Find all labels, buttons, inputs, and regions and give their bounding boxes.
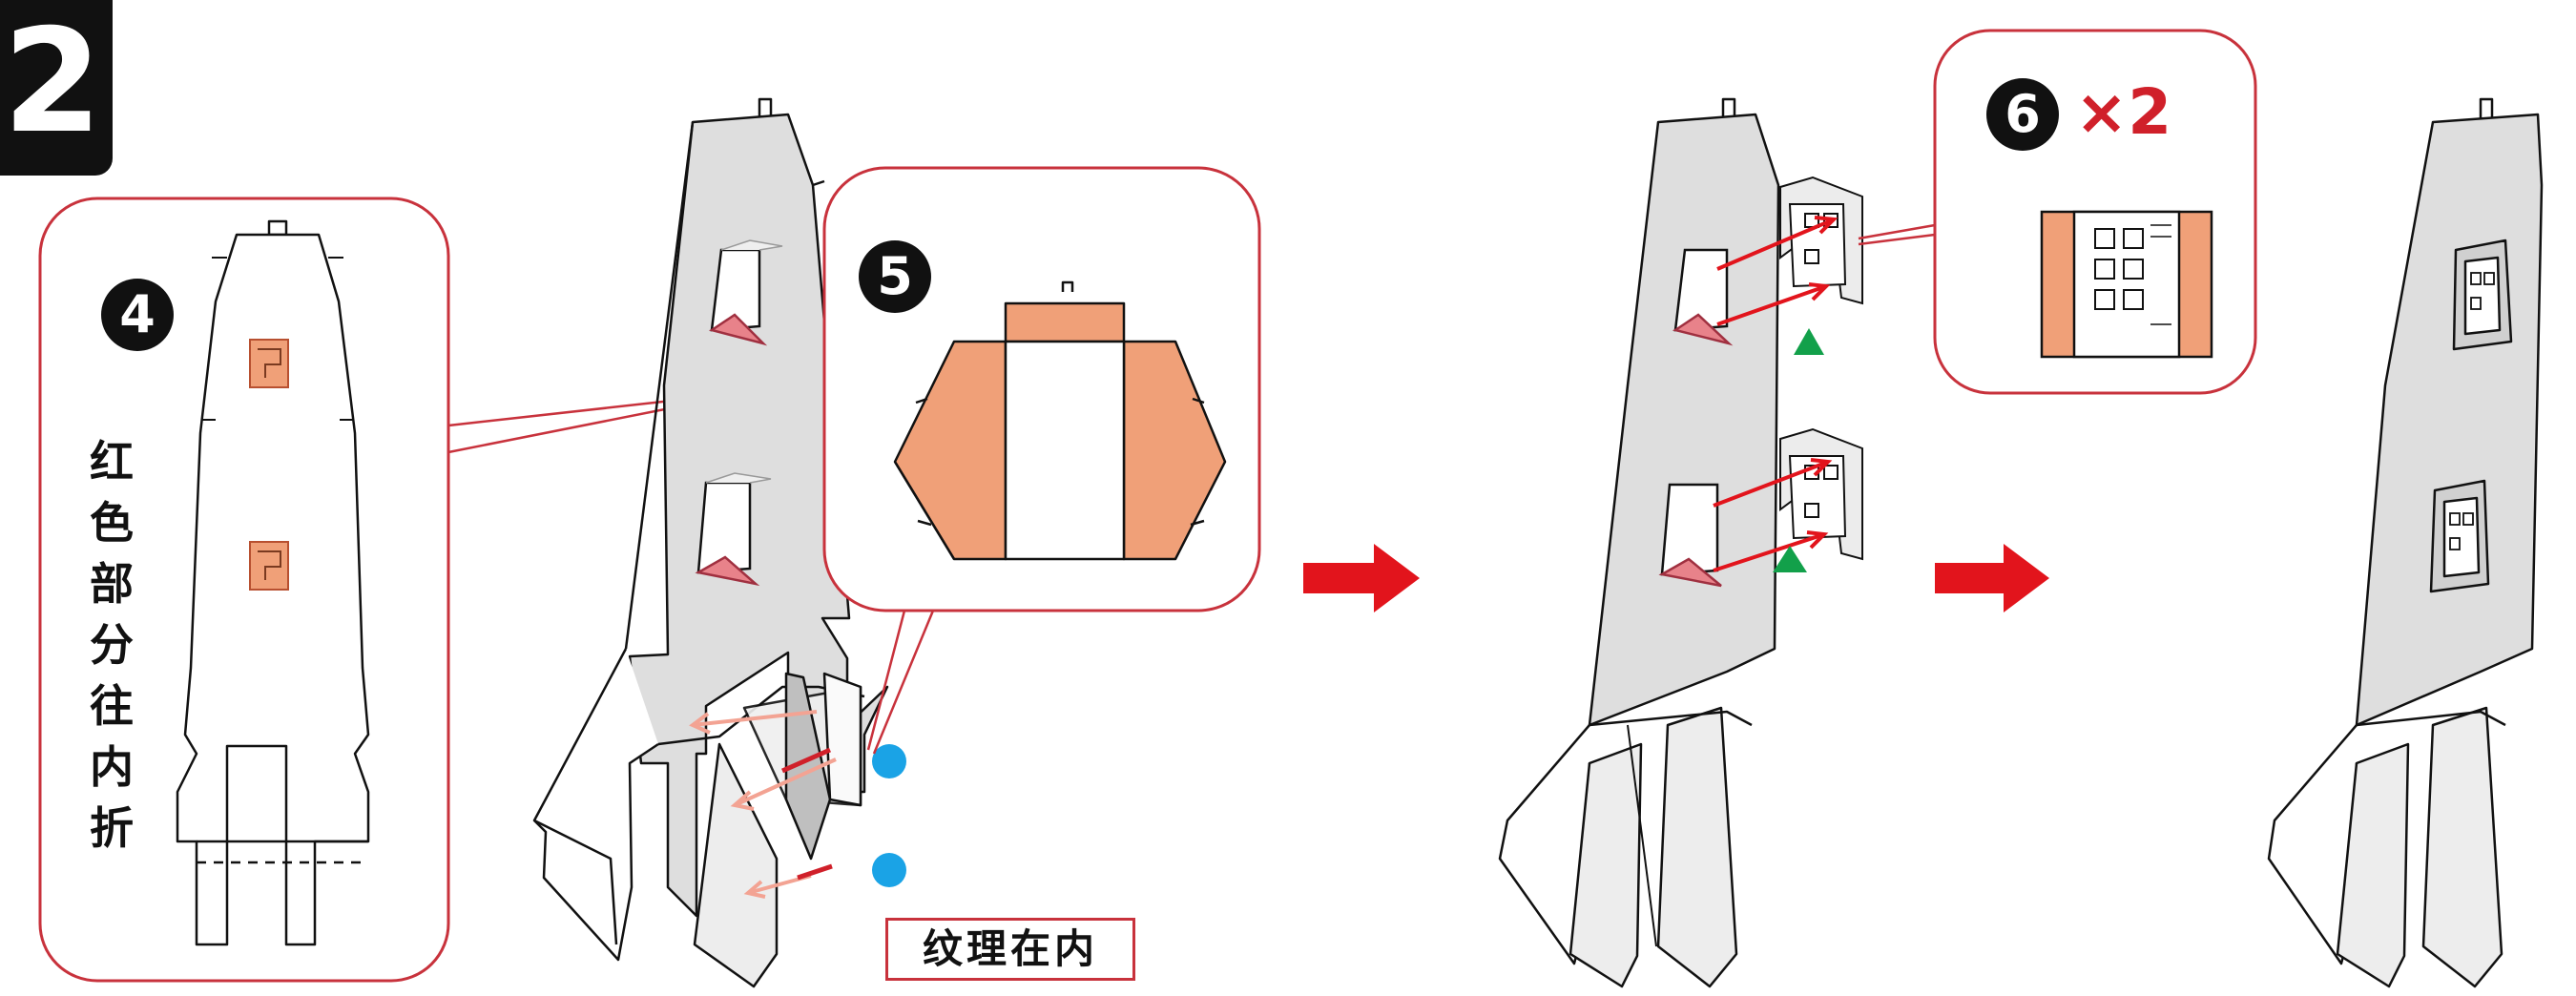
callout-6-number: 6 [1986, 78, 2059, 151]
stage-1-fold-arrows [689, 710, 837, 899]
step-number: 2 [2, 0, 103, 165]
step-badge: 2 [0, 0, 113, 176]
stage-1-windows [695, 239, 783, 587]
fold-instruction-text: 红色部分往内折 [90, 436, 134, 854]
red-arrow-right-icon [1303, 544, 1420, 612]
stage-3-window-panes [2449, 272, 2495, 550]
stage-2-insert-arrows [1713, 216, 1839, 572]
green-triangle-icon [1794, 328, 1824, 355]
tower-stage-3 [2267, 97, 2544, 988]
window-inserts [1779, 176, 1863, 561]
window-part-diagram [2040, 210, 2213, 359]
glue-dot-icon [872, 853, 906, 887]
red-arrow-right-icon [1935, 544, 2049, 612]
fold-shape-diagram [893, 280, 1227, 561]
callout-5-number: 5 [859, 240, 931, 313]
texture-label-box: 纹理在内 [885, 918, 1135, 981]
texture-label: 纹理在内 [922, 925, 1098, 972]
callout-5-leader [866, 610, 935, 755]
callout-4-leader [447, 397, 690, 454]
callout-6-quantity: ×2 [2075, 75, 2172, 149]
glue-dot-icon [872, 744, 906, 778]
stage-1-red-bars [780, 747, 833, 881]
green-triangle-icon [1773, 546, 1807, 572]
callout-6-leader [1858, 223, 1936, 246]
callout-4-number: 4 [101, 279, 174, 351]
red-fold-areas [249, 339, 289, 591]
tower-stage-2 [1498, 97, 1780, 988]
